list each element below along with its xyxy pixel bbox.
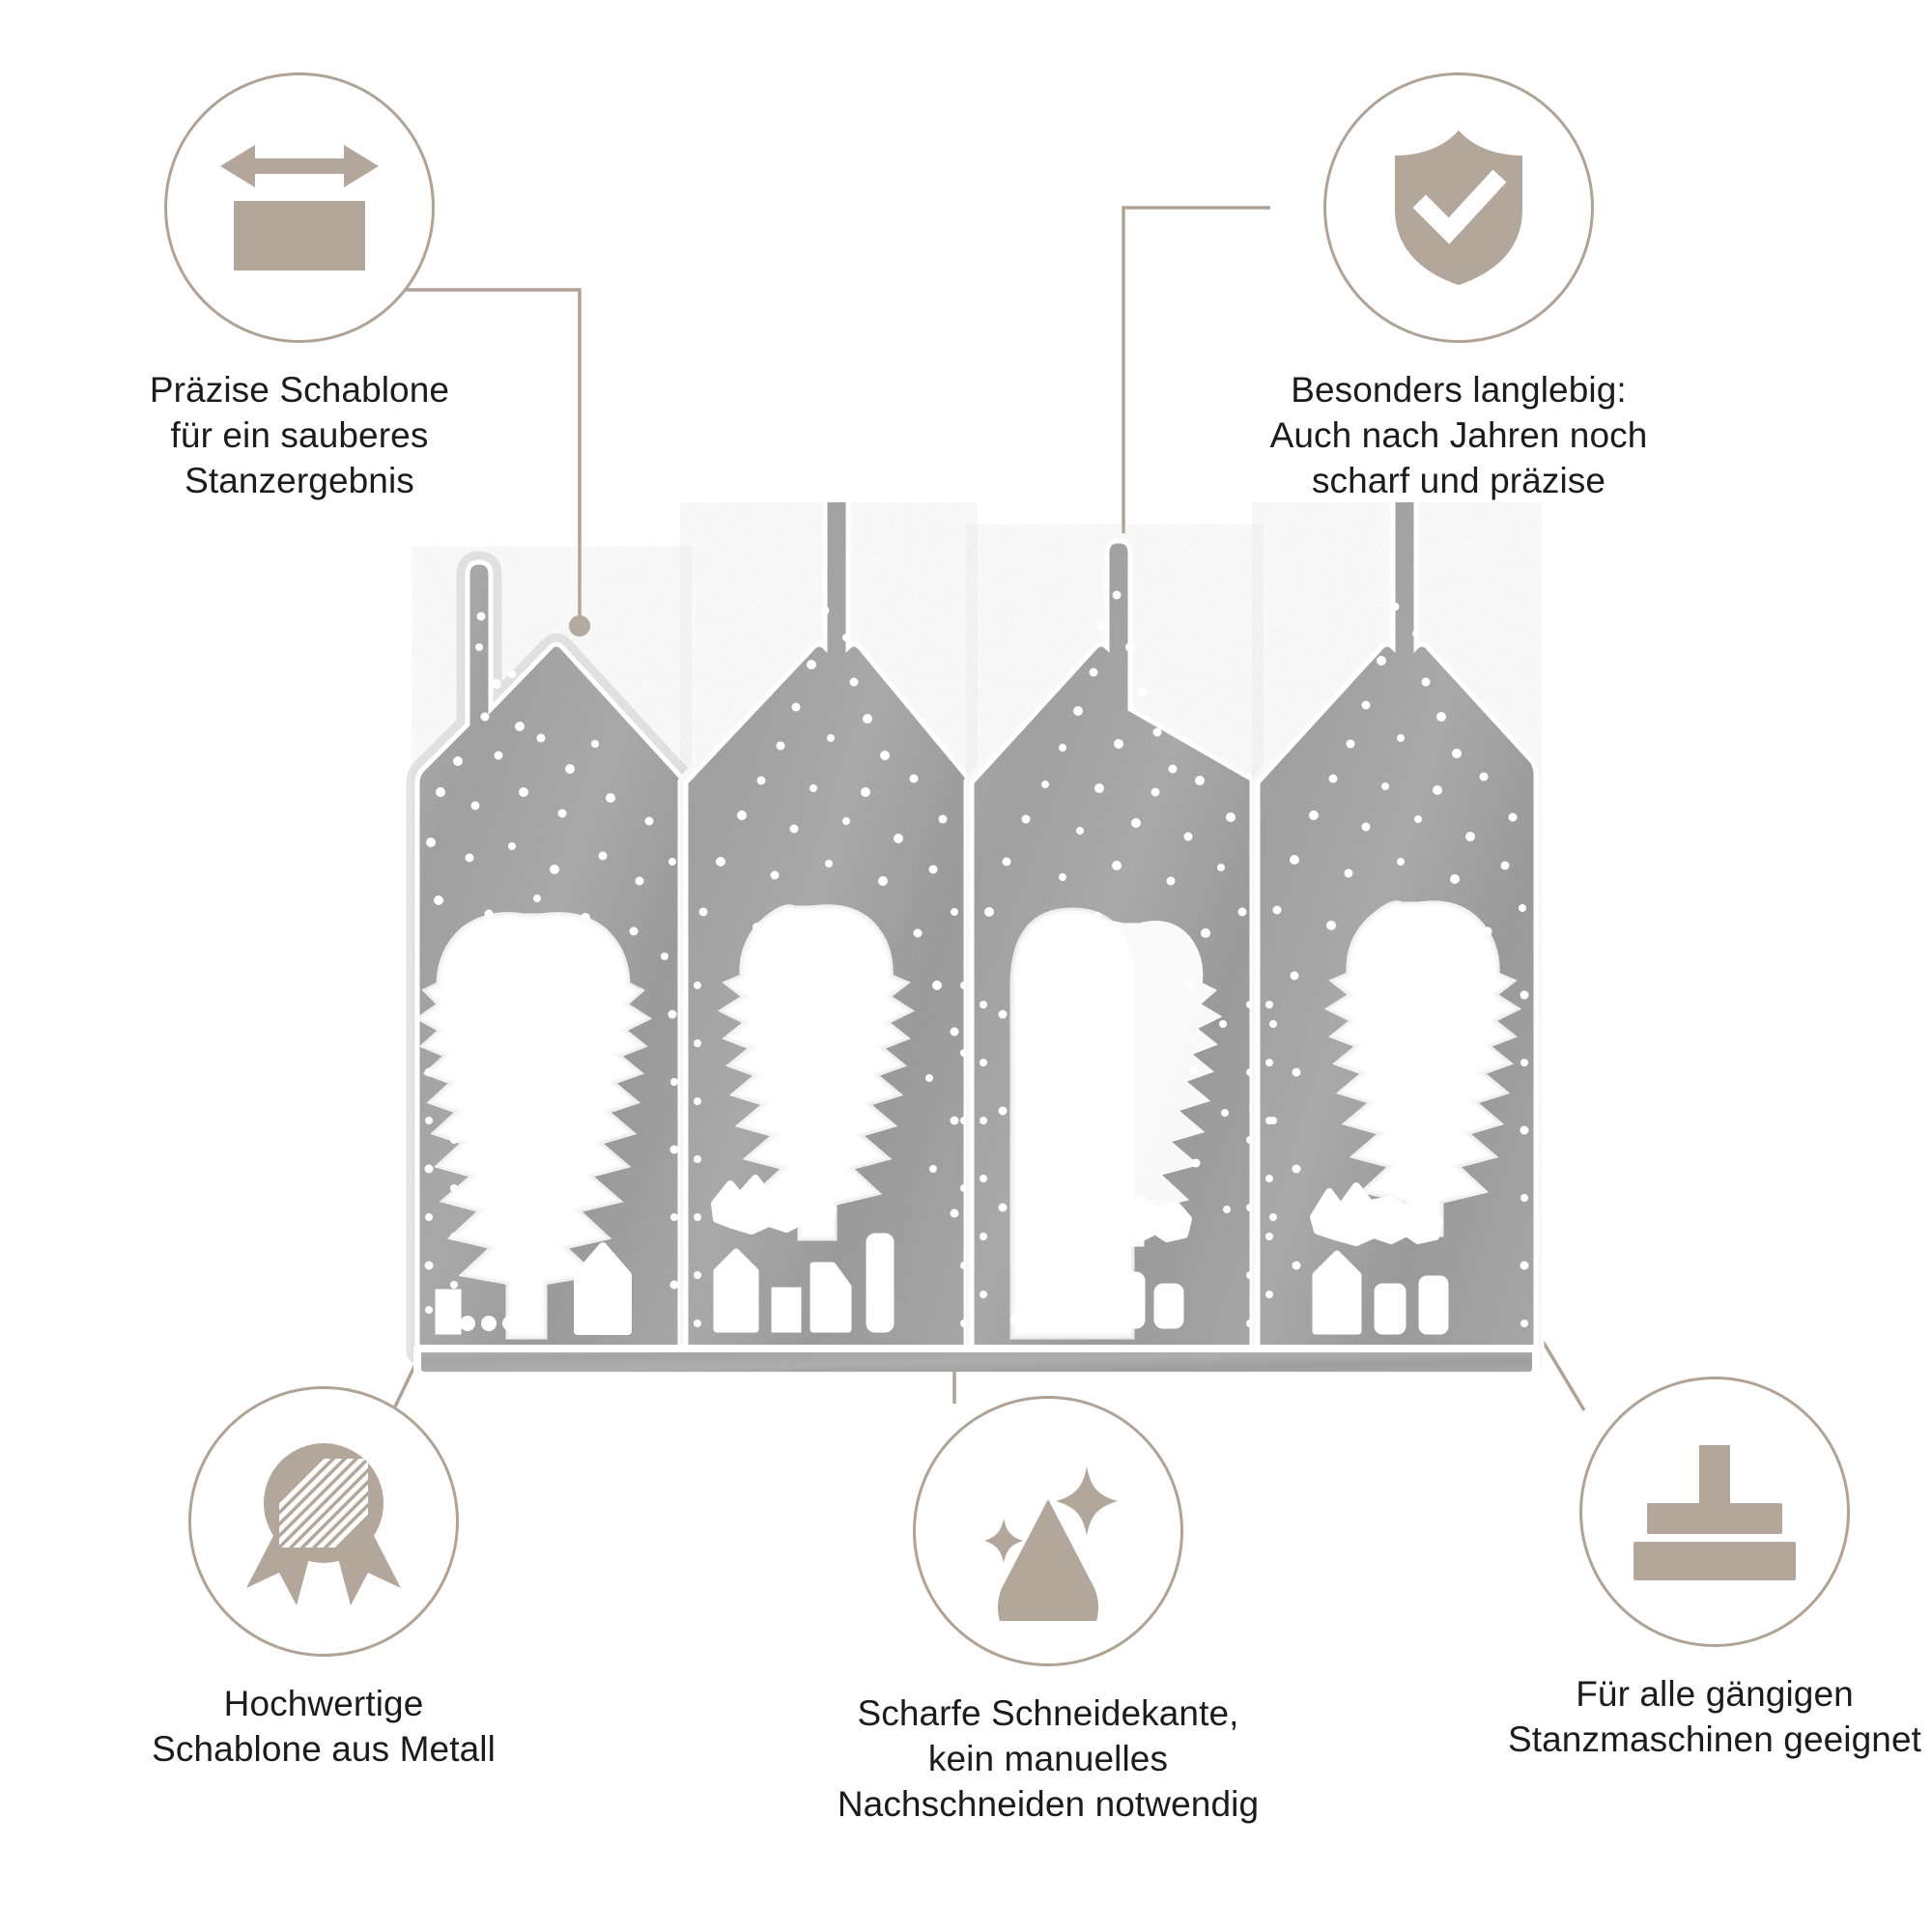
feature-durable-circle <box>1323 72 1594 343</box>
die-base-rail <box>413 1345 1540 1372</box>
feature-durable[interactable]: Besonders langlebig: Auch nach Jahren no… <box>1246 72 1671 504</box>
stamp-press-icon <box>1634 1445 1796 1580</box>
feature-metal-label: Hochwertige Schablone aus Metall <box>152 1684 496 1769</box>
feature-sharp-label: Scharfe Schneidekante, kein manuelles Na… <box>837 1693 1260 1824</box>
feature-sharp-circle <box>913 1396 1183 1666</box>
die-panel-1 <box>406 551 697 1364</box>
panel-1-snow-dots <box>424 611 679 1314</box>
panel-4-highlight <box>1255 502 1539 1355</box>
feature-durable-label: Besonders langlebig: Auch nach Jahren no… <box>1269 370 1648 500</box>
panel-1-tree-cutout <box>414 912 653 1340</box>
feature-machines-circle <box>1579 1377 1850 1647</box>
panel-3-inner-edge <box>969 538 1261 1355</box>
feature-precise-circle <box>164 72 435 343</box>
panel-4-snow-dots <box>1265 602 1529 1327</box>
feature-metal-circle <box>188 1386 459 1657</box>
feature-machines-label: Für alle gängigen Stanzmaschinen geeigne… <box>1507 1674 1922 1759</box>
shield-check-icon <box>1395 130 1522 285</box>
die-panel-3 <box>963 532 1266 1361</box>
width-arrow-rectangle-icon <box>220 145 379 270</box>
award-rosette-icon <box>246 1443 401 1605</box>
panel-1-inner-edge <box>414 559 689 1355</box>
feature-precise[interactable]: Präzise Schablone für ein sauberes Stanz… <box>97 72 502 504</box>
panel-1-house-cutout <box>435 1242 632 1335</box>
feature-sharp[interactable]: Scharfe Schneidekante, kein manuelles Na… <box>816 1396 1280 1828</box>
feature-machines[interactable]: Für alle gängigen Stanzmaschinen geeigne… <box>1502 1377 1927 1763</box>
product-image-metal-die <box>396 502 1555 1372</box>
die-panel-4 <box>1249 502 1545 1361</box>
panel-2-tree-cutout <box>717 904 916 1241</box>
droplet-sparkle-icon <box>984 1466 1118 1621</box>
feature-metal[interactable]: Hochwertige Schablone aus Metall <box>111 1386 536 1773</box>
die-panel-2 <box>677 502 980 1361</box>
panel-2-inner-edge <box>683 502 975 1355</box>
panel-3-tree-cutout <box>1039 921 1223 1247</box>
feature-precise-label: Präzise Schablone für ein sauberes Stanz… <box>149 370 450 500</box>
panel-2-village-cutout <box>711 1175 895 1333</box>
panel-4-deer-house-cutout <box>1310 1182 1449 1335</box>
panel-3-deer-cutout <box>1010 1184 1192 1329</box>
